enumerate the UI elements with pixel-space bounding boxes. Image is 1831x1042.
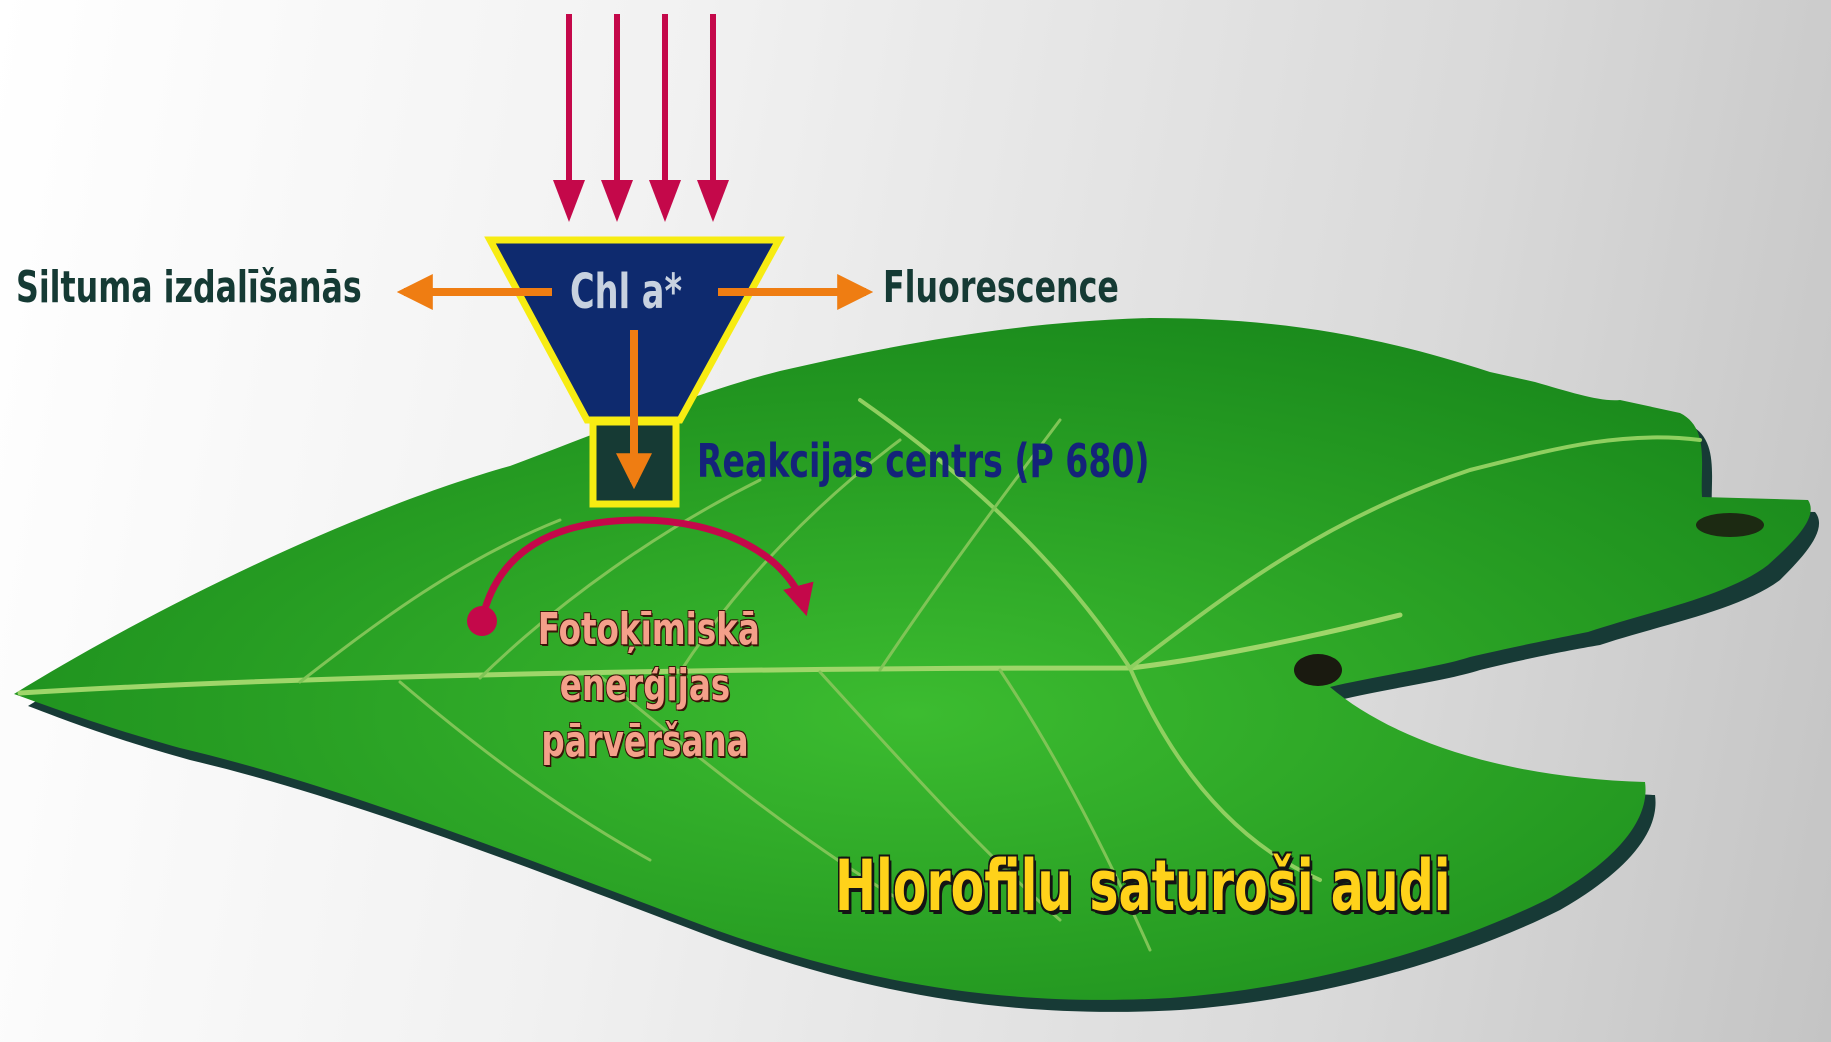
- light-arrow-2-head: [601, 180, 633, 222]
- label-photochemical-conversion: Fotoķīmiskā enerģijas pārvēršana: [500, 602, 790, 770]
- photochemical-line-1: Fotoķīmiskā: [538, 602, 753, 658]
- photochemical-line-2: enerģijas: [538, 658, 753, 714]
- label-chlorophyll-tissue: Hlorofilu saturoši audi: [835, 845, 1451, 927]
- leaf-petiole-junction: [1294, 654, 1342, 686]
- photochemical-line-3: pārvēršana: [538, 714, 753, 770]
- light-arrows: [553, 14, 729, 222]
- light-arrow-1-head: [553, 180, 585, 222]
- label-heat-release: Siltuma izdalīšanās: [16, 262, 362, 313]
- leaf-tip-shade: [1696, 513, 1764, 537]
- light-arrow-4-head: [697, 180, 729, 222]
- light-arrow-3-head: [649, 180, 681, 222]
- label-chlorophyll-a: Chl a*: [570, 264, 682, 320]
- photochemical-arrow-origin-dot: [467, 606, 497, 636]
- label-reaction-center: Reakcijas centrs (P 680): [697, 434, 1150, 488]
- label-fluorescence: Fluorescence: [883, 262, 1119, 313]
